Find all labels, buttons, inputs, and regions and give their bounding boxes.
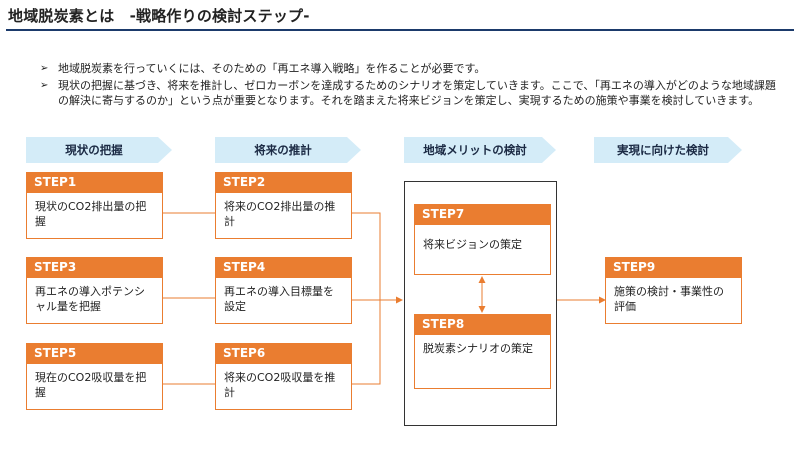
step-label: STEP7 bbox=[414, 204, 551, 225]
step-text: 将来のCO2吸収量を推計 bbox=[215, 364, 352, 410]
step-label: STEP6 bbox=[215, 343, 352, 364]
step-card: STEP8 脱炭素シナリオの策定 bbox=[414, 314, 551, 389]
arrowhead-bullet-icon: ➢ bbox=[40, 80, 49, 91]
step-card: STEP3 再エネの導入ポテンシャル量を把握 bbox=[26, 257, 163, 324]
arrowhead-bullet-icon: ➢ bbox=[40, 63, 49, 74]
bullet-item: ➢ 現状の把握に基づき、将来を推計し、ゼロカーボンを達成するためのシナリオを策定… bbox=[40, 78, 780, 108]
step-text: 将来のCO2排出量の推計 bbox=[215, 193, 352, 239]
phase-implementation: 実現に向けた検討 bbox=[594, 137, 742, 163]
step-label: STEP2 bbox=[215, 172, 352, 193]
page-title: 地域脱炭素とは -戦略作りの検討ステップ- bbox=[8, 7, 310, 25]
step-card: STEP7 将来ビジョンの策定 bbox=[414, 204, 551, 275]
phase-regional-merit: 地域メリットの検討 bbox=[404, 137, 556, 163]
step-card: STEP4 再エネの導入目標量を設定 bbox=[215, 257, 352, 324]
step-text: 現在のCO2吸収量を把握 bbox=[26, 364, 163, 410]
phase-current-status: 現状の把握 bbox=[26, 137, 172, 163]
step-card: STEP5 現在のCO2吸収量を把握 bbox=[26, 343, 163, 410]
bullet-text: 現状の把握に基づき、将来を推計し、ゼロカーボンを達成するためのシナリオを策定して… bbox=[58, 79, 776, 107]
step-text: 再エネの導入目標量を設定 bbox=[215, 278, 352, 324]
phase-future-estimate: 将来の推計 bbox=[215, 137, 361, 163]
step-label: STEP9 bbox=[605, 257, 742, 278]
title-underline bbox=[6, 29, 794, 31]
bullet-item: ➢ 地域脱炭素を行っていくには、そのための「再エネ導入戦略」を作ることが必要です… bbox=[40, 61, 780, 76]
step-card: STEP1 現状のCO2排出量の把握 bbox=[26, 172, 163, 239]
step-text: 再エネの導入ポテンシャル量を把握 bbox=[26, 278, 163, 324]
connector-step6-merge bbox=[352, 300, 381, 385]
step-card: STEP2 将来のCO2排出量の推計 bbox=[215, 172, 352, 239]
bullet-text: 地域脱炭素を行っていくには、そのための「再エネ導入戦略」を作ることが必要です。 bbox=[58, 62, 486, 75]
step-card: STEP6 将来のCO2吸収量を推計 bbox=[215, 343, 352, 410]
step-label: STEP3 bbox=[26, 257, 163, 278]
step-card: STEP9 施策の検討・事業性の評価 bbox=[605, 257, 742, 324]
connector-step2-merge bbox=[352, 212, 381, 300]
step-label: STEP1 bbox=[26, 172, 163, 193]
intro-bullets: ➢ 地域脱炭素を行っていくには、そのための「再エネ導入戦略」を作ることが必要です… bbox=[40, 61, 780, 110]
step-text: 将来ビジョンの策定 bbox=[414, 225, 551, 275]
step-text: 脱炭素シナリオの策定 bbox=[414, 335, 551, 389]
step-label: STEP8 bbox=[414, 314, 551, 335]
step-text: 施策の検討・事業性の評価 bbox=[605, 278, 742, 324]
step-label: STEP4 bbox=[215, 257, 352, 278]
step-label: STEP5 bbox=[26, 343, 163, 364]
step-text: 現状のCO2排出量の把握 bbox=[26, 193, 163, 239]
